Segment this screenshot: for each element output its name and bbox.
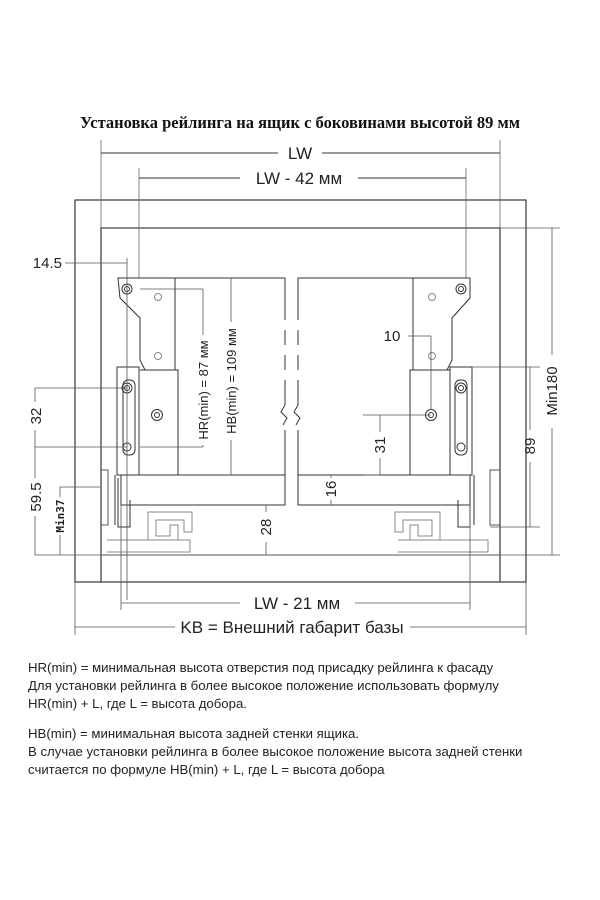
dim-28: 28 [258, 519, 275, 536]
dim-lw-label: LW [288, 144, 312, 163]
note-hr-line: HR(min) + L, где L = высота добора. [28, 696, 247, 711]
note-hb-line: считается по формуле HB(min) + L, где L … [28, 762, 385, 777]
dim-14-5: 14.5 [33, 255, 62, 272]
dim-min180: Min180 [544, 366, 561, 415]
note-hr: HR(min) = минимальная высота отверстия п… [28, 659, 499, 713]
bottom-board-left [120, 474, 286, 506]
note-hb-line: В случае установки рейлинга в более высо… [28, 744, 523, 759]
note-hr-line: Для установки рейлинга в более высокое п… [28, 678, 499, 693]
note-hr-line: HR(min) = минимальная высота отверстия п… [28, 660, 494, 675]
dim-lw-42-label: LW - 42 мм [256, 169, 342, 188]
drawer-diagram: LW LW - 42 мм [28, 140, 561, 637]
back-panel-right [293, 277, 430, 475]
dim-hb-min: HB(min) = 109 мм [224, 328, 239, 434]
dim-10: 10 [384, 328, 401, 345]
note-hb-line: HB(min) = минимальная высота задней стен… [28, 726, 360, 741]
dimension-lines [34, 227, 560, 635]
bottom-board-right [297, 474, 471, 506]
bracket-right [394, 277, 500, 553]
dim-16: 16 [323, 481, 340, 498]
dim-89: 89 [522, 438, 539, 455]
dim-lw-42: LW - 42 мм [138, 168, 467, 280]
dim-31: 31 [372, 437, 389, 454]
bracket-left [101, 277, 193, 553]
dim-32: 32 [28, 408, 45, 425]
diagram-title: Установка рейлинга на ящик с боковинами … [79, 113, 521, 132]
dim-hr-min: HR(min) = 87 мм [196, 340, 211, 439]
dim-lw-21-label: LW - 21 мм [254, 594, 340, 613]
dim-kb-label: KB = Внешний габарит базы [180, 618, 403, 637]
dim-min37: Min37 [54, 499, 67, 532]
dim-59-5: 59.5 [28, 482, 45, 511]
dim-lw: LW [100, 140, 501, 228]
back-panel-left [170, 277, 288, 475]
note-hb: HB(min) = минимальная высота задней стен… [28, 725, 522, 779]
